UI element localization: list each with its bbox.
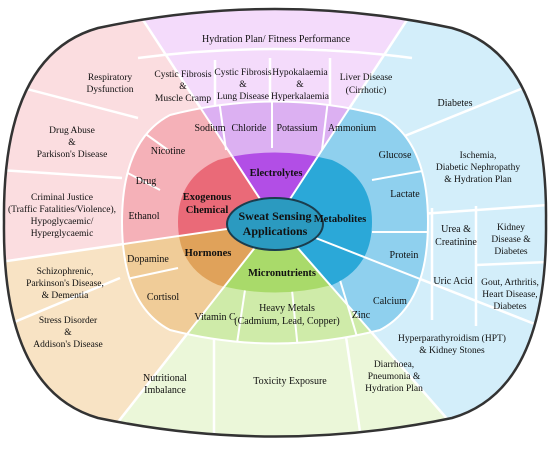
app-criminal-3: Hypoglycaemic/ — [31, 217, 94, 227]
app-criminal-4: Hyperglycaemic — [31, 229, 94, 239]
app-cystic-muscle-1: Cystic Fibrosis — [154, 70, 212, 80]
center-line-1: Sweat Sensing — [238, 209, 311, 223]
app-cystic-lung-3: Lung Disease — [217, 92, 269, 102]
analyte-vitamin-c: Vitamin C — [194, 312, 236, 323]
app-diarrhoea-1: Diarrhoea, — [374, 360, 414, 370]
app-liver-2: (Cirrhotic) — [346, 85, 387, 96]
app-diabetes: Diabetes — [438, 98, 473, 109]
category-electrolytes: Electrolytes — [250, 168, 303, 179]
analyte-drug: Drug — [136, 176, 157, 187]
analyte-heavy-metals-line-2: (Cadmium, Lead, Copper) — [234, 316, 340, 327]
analyte-glucose: Glucose — [379, 150, 412, 161]
app-liver-1: Liver Disease — [340, 73, 393, 83]
app-cystic-lung-2: & — [239, 80, 247, 90]
analyte-urea-line-2: Creatinine — [435, 237, 477, 248]
analyte-chloride: Chloride — [232, 123, 268, 134]
app-nutritional-2: Imbalance — [144, 385, 186, 396]
app-hypokalaemia-1: Hypokalaemia — [272, 68, 328, 78]
app-diarrhoea-2: Pneumonia & — [368, 372, 421, 382]
category-hormones: Hormones — [185, 248, 232, 259]
analyte-potassium: Potassium — [276, 123, 317, 134]
app-schizophrenic-3: & Dementia — [42, 291, 89, 301]
outer-border — [2, 7, 548, 438]
category-metabolites: Metabolites — [314, 214, 367, 225]
analyte-protein: Protein — [390, 250, 419, 261]
category-exogenous-line-1: Exogenous — [183, 192, 231, 203]
analyte-nicotine: Nicotine — [151, 146, 186, 157]
analyte-ammonium: Ammonium — [328, 123, 377, 134]
app-kidney-1: Kidney — [497, 223, 525, 233]
analyte-heavy-metals-line-1: Heavy Metals — [259, 303, 315, 314]
app-respiratory-2: Dysfunction — [87, 84, 134, 95]
app-schizophrenic-1: Schizophrenic, — [37, 267, 94, 277]
app-gout-2: Heart Disease, — [482, 290, 537, 300]
app-stress-2: & — [64, 328, 72, 338]
app-kidney-2: Disease & — [491, 235, 531, 245]
inner-sector-hormones — [178, 222, 275, 293]
app-gout-3: Diabetes — [493, 302, 527, 312]
app-criminal-1: Criminal Justice — [31, 193, 93, 203]
analyte-lactate: Lactate — [390, 189, 420, 200]
app-drug-abuse-1: Drug Abuse — [49, 126, 95, 136]
app-drug-abuse-3: Parkison's Disease — [37, 150, 108, 160]
analyte-cortisol: Cortisol — [147, 292, 179, 303]
app-ischemia-2: Diabetic Nephropathy — [436, 163, 520, 173]
app-schizophrenic-2: Parkinson's Disease, — [26, 279, 104, 289]
inner-sector-exogenous — [178, 152, 275, 262]
app-stress-1: Stress Disorder — [39, 316, 98, 326]
app-toxicity: Toxicity Exposure — [253, 376, 327, 387]
app-cystic-lung-1: Cystic Fibrosis — [214, 68, 272, 78]
mid-sector-metabolites — [275, 101, 428, 344]
app-stress-3: Addison's Disease — [33, 340, 103, 350]
analyte-calcium: Calcium — [373, 296, 407, 307]
mid-sector-electrolytes — [130, 101, 420, 222]
app-ischemia-3: & Hydration Plan — [444, 175, 512, 185]
category-exogenous-line-2: Chemical — [186, 205, 229, 216]
app-drug-abuse-2: & — [68, 138, 76, 148]
category-micronutrients: Micronutrients — [248, 268, 316, 279]
app-cystic-muscle-2: & — [179, 82, 187, 92]
app-gout-1: Gout, Arthritis, — [481, 278, 539, 288]
analyte-ethanol: Ethanol — [128, 211, 159, 222]
analyte-uric-acid: Uric Acid — [433, 276, 472, 287]
middle-border — [120, 100, 430, 345]
app-diarrhoea-3: Hydration Plan — [365, 384, 423, 394]
app-hpt-1: Hyperparathyroidism (HPT) — [398, 333, 506, 344]
app-hydration-fitness: Hydration Plan/ Fitness Performance — [202, 34, 351, 45]
center-node — [226, 197, 324, 251]
app-criminal-2: (Traffic Fatalities/Violence), — [8, 204, 116, 215]
app-cystic-muscle-3: Muscle Cramp — [155, 94, 211, 104]
analyte-sodium: Sodium — [194, 123, 225, 134]
analyte-zinc: Zinc — [352, 310, 371, 321]
center-line-2: Applications — [243, 224, 308, 238]
app-nutritional-1: Nutritional — [143, 373, 187, 384]
app-kidney-3: Diabetes — [494, 247, 528, 257]
app-respiratory-1: Respiratory — [88, 73, 133, 83]
analyte-dopamine: Dopamine — [127, 254, 169, 265]
app-hypokalaemia-3: Hyperkalaemia — [271, 92, 330, 102]
app-hpt-2: & Kidney Stones — [419, 346, 485, 356]
mid-sector-micronutrients — [122, 222, 428, 344]
app-hypokalaemia-2: & — [296, 80, 304, 90]
analyte-urea-line-1: Urea & — [441, 224, 471, 235]
app-ischemia-1: Ischemia, — [460, 151, 497, 161]
